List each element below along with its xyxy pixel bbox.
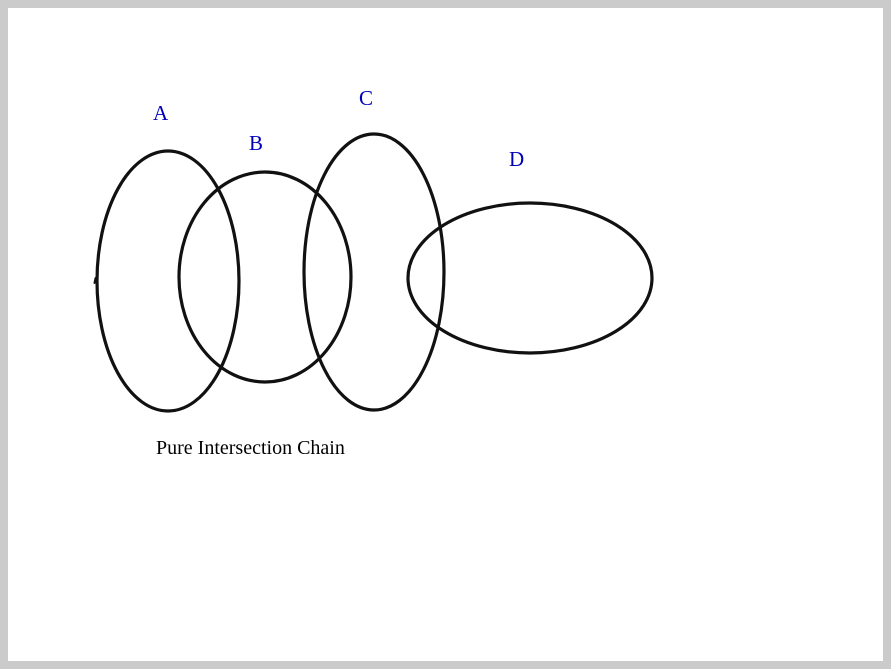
diagram-caption: Pure Intersection Chain: [156, 437, 345, 459]
set-label-a: A: [153, 101, 169, 125]
set-label-c: C: [359, 86, 374, 110]
set-label-d: D: [509, 147, 525, 171]
venn-canvas: [8, 8, 883, 661]
set-label-b: B: [249, 131, 264, 155]
